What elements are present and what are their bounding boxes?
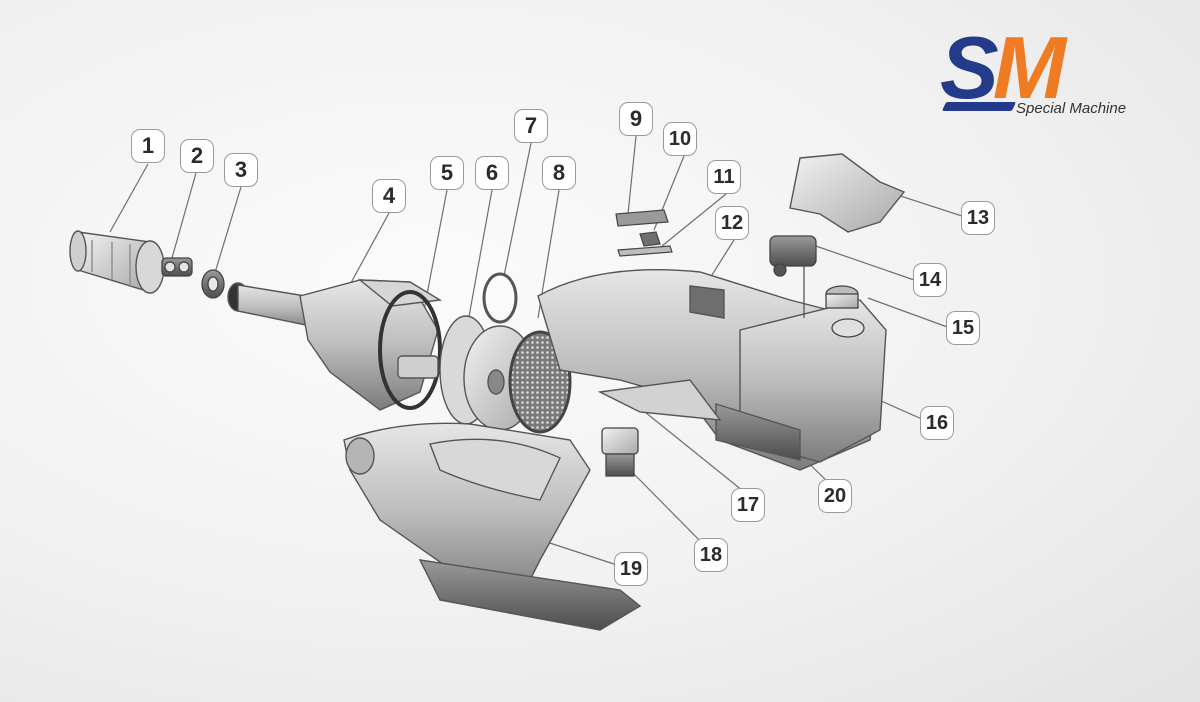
part-o-ring — [482, 272, 518, 324]
callout-18: 18 — [694, 538, 728, 572]
brand-letters: SM — [940, 22, 1066, 114]
part-frame-and-tank — [537, 269, 887, 471]
callout-3: 3 — [224, 153, 258, 187]
part-front-shroud — [343, 422, 642, 631]
callout-13: 13 — [961, 201, 995, 235]
part-nozzle — [161, 257, 193, 277]
callout-20: 20 — [818, 479, 852, 513]
callout-2: 2 — [180, 139, 214, 173]
callout-9: 9 — [619, 102, 653, 136]
part-brackets — [615, 209, 673, 257]
brand-letter-m: M — [992, 18, 1066, 117]
brand-letter-s: S — [940, 18, 999, 117]
part-ring — [201, 269, 225, 299]
part-fan-housing — [227, 279, 443, 411]
callout-12: 12 — [715, 206, 749, 240]
part-valve — [601, 427, 639, 477]
callout-17: 17 — [731, 488, 765, 522]
part-top-cover — [789, 153, 906, 233]
part-pump — [769, 235, 817, 318]
part-tank-cap — [825, 285, 865, 338]
callout-7: 7 — [514, 109, 548, 143]
brand-logo: SM Special Machine — [938, 22, 1168, 122]
callout-6: 6 — [475, 156, 509, 190]
callout-15: 15 — [946, 311, 980, 345]
callout-8: 8 — [542, 156, 576, 190]
part-intake-cap — [69, 230, 165, 294]
leader-lines — [109, 135, 966, 567]
callout-10: 10 — [663, 122, 697, 156]
callout-5: 5 — [430, 156, 464, 190]
brand-subtitle: Special Machine — [1016, 100, 1127, 117]
callout-1: 1 — [131, 129, 165, 163]
callout-11: 11 — [707, 160, 741, 194]
callout-19: 19 — [614, 552, 648, 586]
callout-14: 14 — [913, 263, 947, 297]
callout-4: 4 — [372, 179, 406, 213]
part-mesh-screen — [508, 330, 572, 434]
callout-16: 16 — [920, 406, 954, 440]
